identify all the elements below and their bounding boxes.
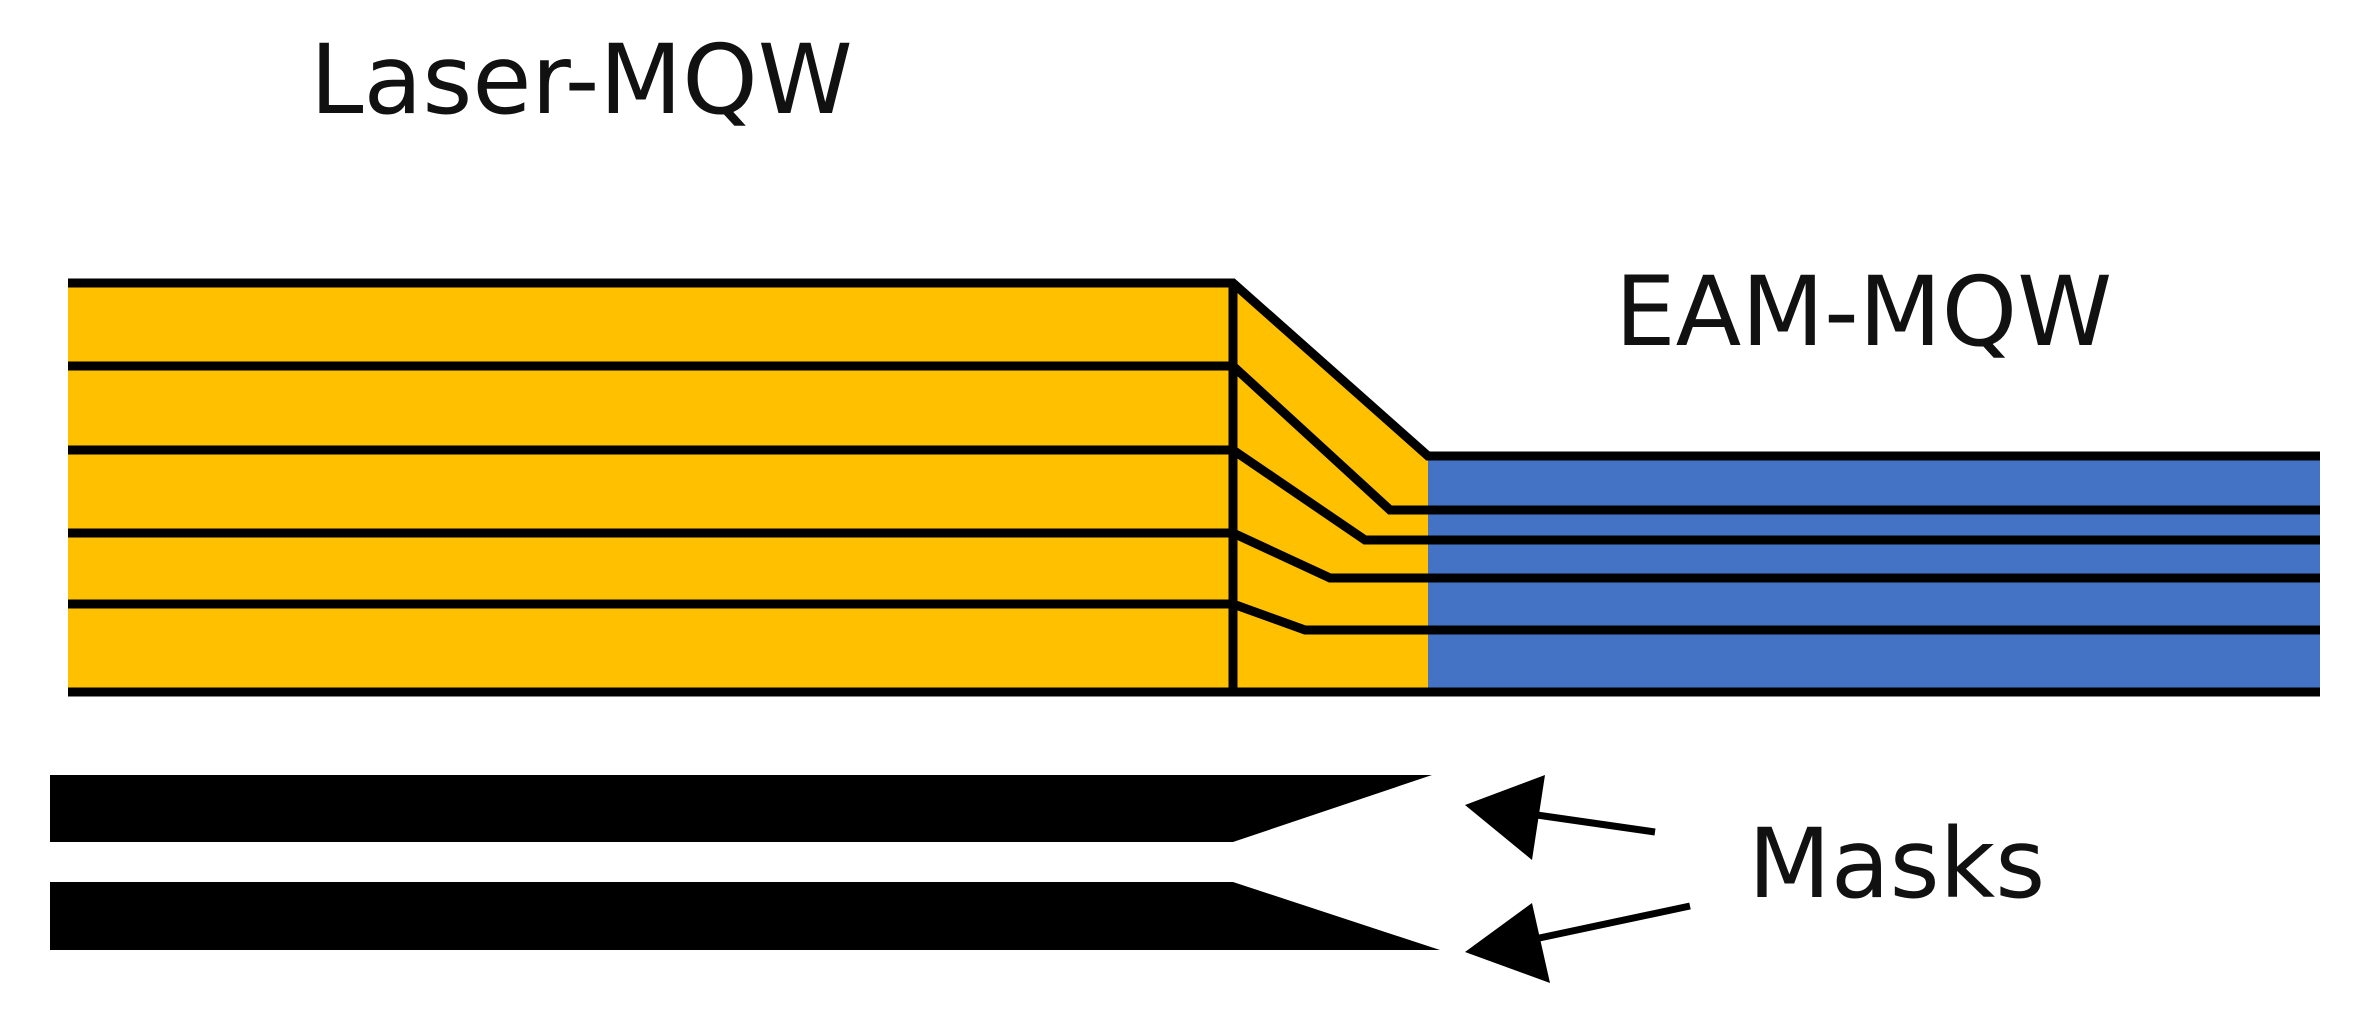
laser-mqw-region xyxy=(68,283,1428,692)
laser-mqw-label: Laser-MQW xyxy=(310,24,853,136)
mask-upper xyxy=(50,775,1432,842)
layer-interface-4 xyxy=(68,599,2320,635)
mask-lower xyxy=(50,882,1440,950)
layer-interface-2 xyxy=(68,445,2320,545)
layer-interface-1 xyxy=(68,361,2320,515)
layer-interface-3 xyxy=(68,528,2320,583)
arrow-lower-shaft xyxy=(1529,902,1691,944)
mask-arrows xyxy=(1465,775,1691,983)
arrow-lower-head xyxy=(1465,903,1550,983)
arrow-upper-shaft xyxy=(1529,810,1656,836)
eam-mqw-label: EAM-MQW xyxy=(1615,256,2112,368)
top-surface-line xyxy=(68,278,2320,461)
layer-lines xyxy=(68,278,2320,697)
masks-label: Masks xyxy=(1748,808,2045,920)
arrow-upper-head xyxy=(1465,775,1545,860)
